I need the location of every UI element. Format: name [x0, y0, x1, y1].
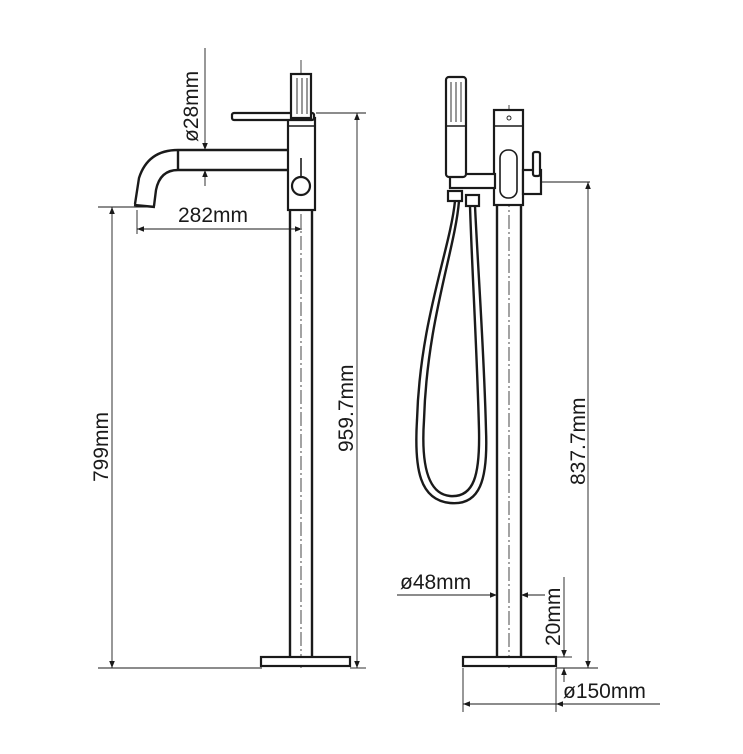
right-faucet-view — [415, 75, 590, 668]
left-faucet-view — [133, 60, 352, 668]
left-top-holder — [289, 72, 313, 120]
spout-upper-edge — [133, 148, 288, 205]
right-handle-lever — [531, 150, 542, 178]
dim-spout-height: 799mm — [90, 412, 113, 482]
dim-spout-diameter: ø28mm — [180, 71, 203, 142]
left-dimensions: ø28mm 282mm 799mm 959.7mm — [90, 48, 366, 669]
dim-base-height: 20mm — [542, 588, 565, 646]
left-knob — [290, 175, 312, 197]
dim-total-height-right: 837.7mm — [567, 397, 590, 485]
dim-spout-reach: 282mm — [178, 204, 248, 227]
dim-base-diameter: ø150mm — [563, 680, 646, 703]
spout-lower-edge — [152, 168, 288, 207]
hose-connector-left — [446, 189, 464, 203]
dim-total-height-left: 959.7mm — [335, 364, 358, 452]
hose-connector-right — [464, 193, 481, 208]
right-base — [461, 655, 558, 668]
right-body — [492, 108, 525, 207]
left-base — [259, 655, 352, 668]
hose-outer — [415, 200, 488, 505]
right-body-dot — [506, 115, 512, 121]
right-body-oval — [499, 149, 518, 199]
hose-inner — [422, 200, 481, 498]
dim-pipe-diameter: ø48mm — [400, 571, 471, 594]
right-dimensions: 837.7mm ø48mm 20mm ø150mm — [397, 182, 660, 712]
